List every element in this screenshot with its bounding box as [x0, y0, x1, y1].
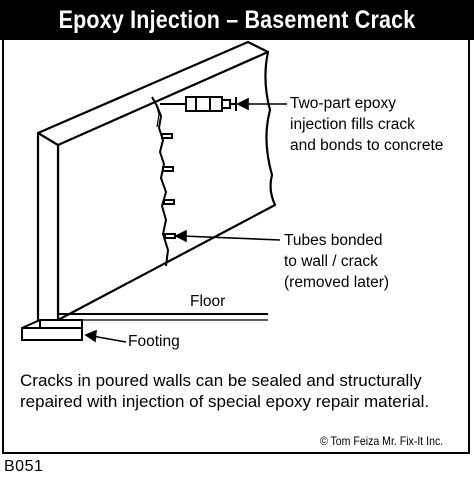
- tubes-label-line-2: to wall / crack: [284, 253, 378, 270]
- epoxy-label-line-2: injection fills crack: [290, 116, 415, 133]
- injection-tubes: [161, 133, 176, 239]
- epoxy-injection-gun: [160, 96, 237, 112]
- floor-label: Floor: [190, 293, 226, 310]
- title-bar: [0, 0, 474, 40]
- tubes-label-line-3: (removed later): [284, 274, 390, 291]
- wall-end: [36, 131, 60, 324]
- leader-arrows: [84, 97, 287, 343]
- wall-face: [56, 50, 277, 322]
- tubes-label-line-1: Tubes bonded: [284, 232, 383, 249]
- footing: [21, 319, 83, 341]
- epoxy-label-line-1: Two-part epoxy: [290, 95, 396, 112]
- epoxy-label-line-3: and bonds to concrete: [290, 137, 444, 154]
- copyright-credit: © Tom Feiza Mr. Fix-It Inc.: [320, 434, 444, 448]
- footing-label: Footing: [128, 333, 180, 350]
- diagram-frame: [2, 40, 470, 454]
- diagram-title: Epoxy Injection – Basement Crack: [58, 6, 416, 34]
- diagram-code: B051: [4, 458, 44, 475]
- wall-top-edge: [37, 40, 269, 135]
- caption-text: Cracks in poured walls can be sealed and…: [20, 371, 430, 411]
